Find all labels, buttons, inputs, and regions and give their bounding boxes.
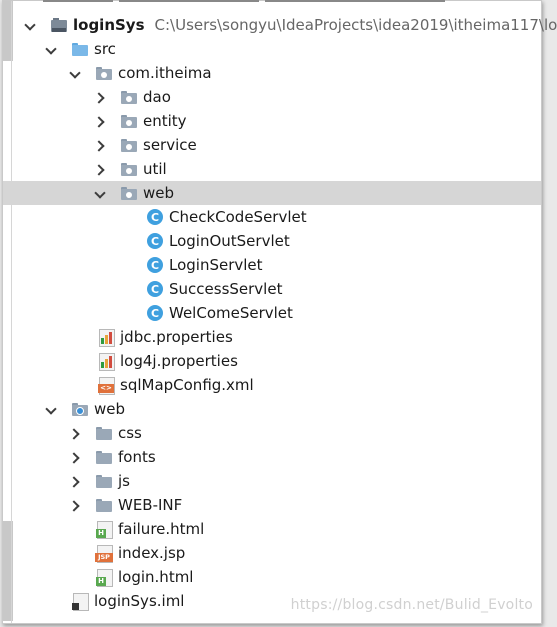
tree-item-label: index.jsp	[118, 544, 186, 562]
root-path: C:\Users\songyu\IdeaProjects\idea2019\it…	[154, 16, 557, 34]
tree-item-label: src	[94, 40, 116, 58]
tree-item-label: login.html	[118, 568, 194, 586]
jsp-file-icon: JSP	[95, 544, 113, 563]
tree-item-label: css	[118, 424, 142, 442]
chevron-right-icon[interactable]	[70, 500, 80, 510]
tree-row-web-package[interactable]: web	[3, 181, 541, 205]
tree-row-util[interactable]: util	[3, 157, 541, 181]
tree-item-label: sqlMapConfig.xml	[120, 376, 254, 394]
tree-item-label: web	[94, 400, 126, 418]
tree-guide-line	[11, 1, 12, 623]
xml-file-icon: <>	[97, 376, 115, 395]
chevron-right-icon[interactable]	[95, 92, 105, 102]
tree-item-label: WEB-INF	[118, 496, 183, 514]
tree-item-label: entity	[143, 112, 187, 130]
tree-row-folder[interactable]: fonts	[3, 445, 541, 469]
properties-file-icon	[97, 352, 115, 371]
folder-icon	[95, 496, 113, 514]
class-icon: C	[147, 257, 163, 273]
chevron-right-icon[interactable]	[95, 164, 105, 174]
chevron-down-icon[interactable]	[25, 20, 35, 30]
class-icon: C	[147, 281, 163, 297]
tree-row-class[interactable]: C LoginOutServlet	[3, 229, 541, 253]
chevron-right-icon[interactable]	[95, 140, 105, 150]
module-icon	[50, 16, 68, 34]
class-icon: C	[147, 305, 163, 321]
tree-row-service[interactable]: service	[3, 133, 541, 157]
scrollbar-bottom[interactable]	[3, 521, 13, 621]
package-icon	[120, 160, 138, 178]
html-file-icon: H	[95, 568, 113, 587]
class-icon: C	[147, 209, 163, 225]
tree-item-label: SuccessServlet	[169, 280, 283, 298]
folder-icon	[95, 472, 113, 490]
folder-icon	[95, 448, 113, 466]
tree-item-label: web	[143, 184, 175, 202]
package-icon	[95, 64, 113, 82]
watermark: https://blog.csdn.net/Bulid_Evolto	[290, 597, 533, 613]
html-file-icon: H	[95, 520, 113, 539]
tree-item-label: CheckCodeServlet	[169, 208, 307, 226]
tree-row-file[interactable]: log4j.properties	[3, 349, 541, 373]
tree-row-class[interactable]: C WelComeServlet	[3, 301, 541, 325]
tree-row-src[interactable]: src	[3, 37, 541, 61]
tree-row-folder[interactable]: WEB-INF	[3, 493, 541, 517]
chevron-right-icon[interactable]	[70, 452, 80, 462]
tree-item-label: js	[118, 472, 130, 490]
chevron-right-icon[interactable]	[70, 428, 80, 438]
tree-item-label: fonts	[118, 448, 156, 466]
tree-row-entity[interactable]: entity	[3, 109, 541, 133]
tree-row-web-folder[interactable]: web	[3, 397, 541, 421]
tree-row-file[interactable]: H failure.html	[3, 517, 541, 541]
package-icon	[120, 112, 138, 130]
tree-row-package[interactable]: com.itheima	[3, 61, 541, 85]
properties-file-icon	[97, 328, 115, 347]
tree-row-class[interactable]: C CheckCodeServlet	[3, 205, 541, 229]
tree-row-dao[interactable]: dao	[3, 85, 541, 109]
chevron-down-icon[interactable]	[46, 404, 56, 414]
tree-row-file[interactable]: loginSys.iml	[3, 589, 541, 613]
tree-row-class[interactable]: C SuccessServlet	[3, 277, 541, 301]
iml-file-icon	[71, 592, 89, 611]
tree-item-label: log4j.properties	[120, 352, 238, 370]
tree-row-file[interactable]: <> sqlMapConfig.xml	[3, 373, 541, 397]
chevron-down-icon[interactable]	[46, 44, 56, 54]
class-icon: C	[147, 233, 163, 249]
root-label: loginSys	[73, 16, 145, 34]
tree-row-folder[interactable]: css	[3, 421, 541, 445]
tree-item-label: LoginServlet	[169, 256, 263, 274]
chevron-down-icon[interactable]	[95, 188, 105, 198]
tree-item-label: LoginOutServlet	[169, 232, 290, 250]
tree-row-file[interactable]: jdbc.properties	[3, 325, 541, 349]
chevron-right-icon[interactable]	[70, 476, 80, 486]
web-folder-icon	[71, 400, 89, 418]
source-folder-icon	[71, 40, 89, 58]
clipped-previous-row	[43, 0, 503, 5]
tree-item-label: failure.html	[118, 520, 205, 538]
scrollbar-top[interactable]	[3, 1, 13, 61]
chevron-right-icon[interactable]	[95, 116, 105, 126]
tree-item-label: com.itheima	[118, 64, 212, 82]
folder-icon	[95, 424, 113, 442]
package-icon	[120, 136, 138, 154]
tree-item-label: util	[143, 160, 167, 178]
tree-item-label: WelComeServlet	[169, 304, 293, 322]
tree-item-label: service	[143, 136, 197, 154]
package-icon	[120, 184, 138, 202]
tree-item-label: dao	[143, 88, 171, 106]
package-icon	[120, 88, 138, 106]
tree-row-folder[interactable]: js	[3, 469, 541, 493]
tree-row-class[interactable]: C LoginServlet	[3, 253, 541, 277]
tree-row-file[interactable]: JSP index.jsp	[3, 541, 541, 565]
tree-item-label: loginSys.iml	[94, 592, 185, 610]
chevron-down-icon[interactable]	[70, 68, 80, 78]
tree-item-label: jdbc.properties	[120, 328, 233, 346]
tree-row-root[interactable]: loginSys C:\Users\songyu\IdeaProjects\id…	[3, 13, 557, 37]
tree-row-file[interactable]: H login.html	[3, 565, 541, 589]
